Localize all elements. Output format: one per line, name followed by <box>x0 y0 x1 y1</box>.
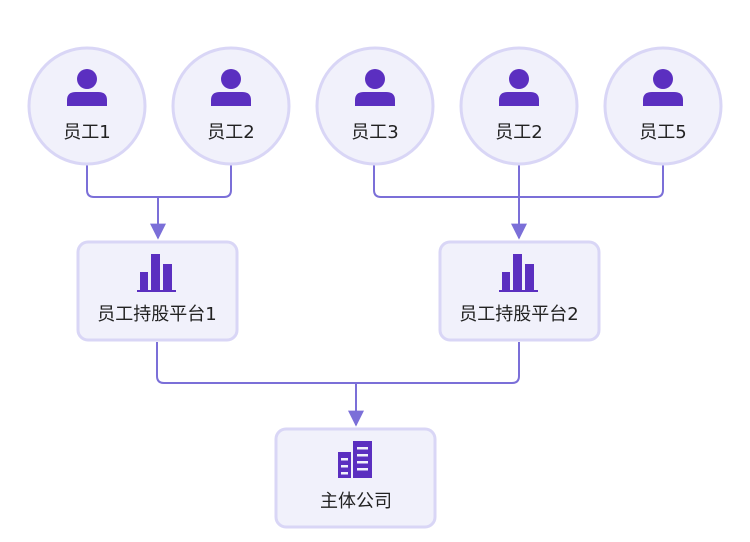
company-node: 主体公司 <box>274 427 437 529</box>
person-icon <box>211 69 251 106</box>
person-icon <box>643 69 683 106</box>
employee-node: 员工2 <box>459 46 579 166</box>
person-icon <box>499 69 539 106</box>
person-icon <box>67 69 107 106</box>
employee-label: 员工2 <box>495 122 542 143</box>
connector-employee5-platform2 <box>519 160 664 198</box>
company-label: 主体公司 <box>320 491 392 512</box>
employee-node: 员工2 <box>171 46 291 166</box>
platform-label: 员工持股平台1 <box>97 304 216 325</box>
employee-label: 员工5 <box>639 122 686 143</box>
connector-employee3-platform2 <box>373 160 519 198</box>
connector-employee2-platform1 <box>158 160 232 198</box>
connector-employee1-platform1 <box>86 160 158 198</box>
bar-chart-icon <box>499 254 538 292</box>
employee-node: 员工5 <box>603 46 723 166</box>
connector-platform1-company <box>156 342 356 384</box>
employee-label: 员工1 <box>63 122 110 143</box>
employee-node: 员工3 <box>315 46 435 166</box>
platform-node: 员工持股平台1 <box>76 240 239 342</box>
bar-chart-icon <box>137 254 176 292</box>
building-icon <box>338 441 372 478</box>
platform-node: 员工持股平台2 <box>438 240 601 342</box>
employee-label: 员工3 <box>351 122 398 143</box>
employee-label: 员工2 <box>207 122 254 143</box>
connectors <box>86 160 664 427</box>
connector-platform2-company <box>356 342 520 384</box>
person-icon <box>355 69 395 106</box>
platform-label: 员工持股平台2 <box>459 304 578 325</box>
employee-node: 员工1 <box>27 46 147 166</box>
